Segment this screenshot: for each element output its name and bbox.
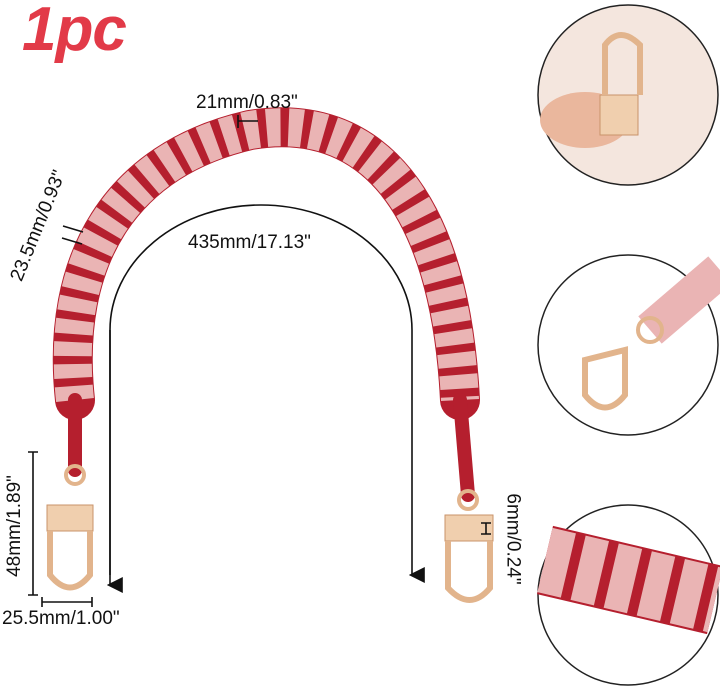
dimension-lines: [28, 115, 491, 607]
clasp-width-label: 25.5mm/1.00": [2, 608, 120, 629]
clasp-opening-label: 6mm/0.24": [502, 493, 524, 585]
link-width-label: 21mm/0.83": [196, 92, 298, 113]
detail-circle-braid: [536, 504, 720, 686]
detail-circle-swivel-clasp: [537, 254, 720, 436]
quantity-title: 1pc: [22, 0, 127, 64]
braided-strap: [52, 107, 480, 502]
length-label: 435mm/17.13": [188, 232, 311, 253]
left-clasp: [46, 464, 94, 591]
detail-circle-clasp-hand: [537, 4, 719, 186]
clasp-length-label: 48mm/1.89": [3, 475, 25, 577]
right-clasp: [444, 489, 494, 603]
